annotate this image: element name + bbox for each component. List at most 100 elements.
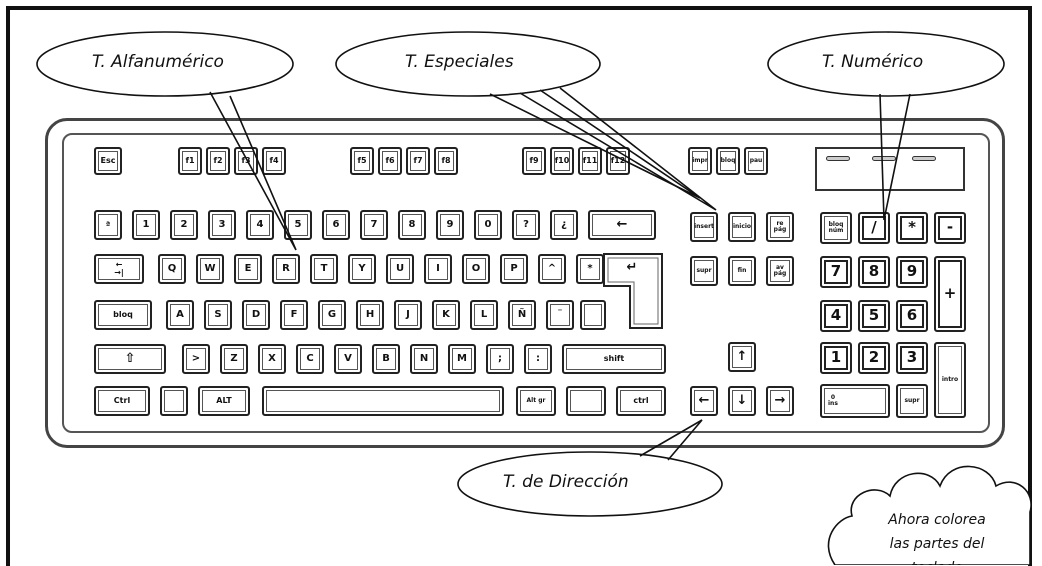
key-insert: insert [690, 212, 718, 242]
key-k: K [432, 300, 460, 330]
key-period: : [524, 344, 552, 374]
key-l: L [470, 300, 498, 330]
key-q: Q [158, 254, 186, 284]
key-num-0: 0 ins [820, 384, 890, 418]
key-num-plus: + [934, 256, 966, 332]
key-num-4: 4 [820, 300, 852, 332]
key-x: X [258, 344, 286, 374]
cloud-line-3: teclado [862, 556, 1012, 565]
key-num-multiply: * [896, 212, 928, 244]
key-enter-shape [603, 253, 663, 329]
key-alt-gr: Alt gr [516, 386, 556, 416]
key-windows [160, 386, 188, 416]
key-g: G [318, 300, 346, 330]
key-f11: f11 [578, 147, 602, 175]
key-7: 7 [360, 210, 388, 240]
key-shift-left: ⇧ [94, 344, 166, 374]
key-cedilla [580, 300, 606, 330]
key-9: 9 [436, 210, 464, 240]
key-space [262, 386, 504, 416]
key-pause: pau [744, 147, 768, 175]
key-delete: supr [690, 256, 718, 286]
key-num-3: 3 [896, 342, 928, 374]
cloud-line-2: las partes del [889, 536, 985, 552]
key-num-8: 8 [858, 256, 890, 288]
key-0: 0 [474, 210, 502, 240]
label-direccion: T. de Dirección [503, 472, 629, 492]
indicator-panel [815, 147, 965, 191]
key-alt: ALT [198, 386, 250, 416]
key-shift-right: shift [562, 344, 666, 374]
key-apostrophe: ? [512, 210, 540, 240]
key-p: P [500, 254, 528, 284]
key-i: I [424, 254, 452, 284]
key-d: D [242, 300, 270, 330]
key-enter: ↵ [626, 260, 638, 276]
label-numerico: T. Numérico [822, 52, 924, 72]
key-arrow-down: ↓ [728, 386, 756, 416]
key-num-minus: - [934, 212, 966, 244]
cloud-line-1: Ahora colorea [888, 512, 986, 528]
label-alfanumerico: T. Alfanumérico [92, 52, 224, 72]
key-n: N [410, 344, 438, 374]
key-a: A [166, 300, 194, 330]
key-f12: f12 [606, 147, 630, 175]
key-u: U [386, 254, 414, 284]
scroll-lock-led [912, 156, 936, 161]
key-1: 1 [132, 210, 160, 240]
key-num-enter: intro [934, 342, 966, 418]
caps-lock-led [872, 156, 896, 161]
key-esc: Esc [94, 147, 122, 175]
key-inverted-question: ¿ [550, 210, 578, 240]
key-num-9: 9 [896, 256, 928, 288]
key-f2: f2 [206, 147, 230, 175]
key-scroll-lock: bloq [716, 147, 740, 175]
key-num-5: 5 [858, 300, 890, 332]
key-num-lock: bloq núm [820, 212, 852, 244]
key-j: J [394, 300, 422, 330]
key-r: R [272, 254, 300, 284]
key-5: 5 [284, 210, 312, 240]
key-asterisk: * [576, 254, 604, 284]
key-arrow-right: → [766, 386, 794, 416]
key-z: Z [220, 344, 248, 374]
key-f5: f5 [350, 147, 374, 175]
label-especiales: T. Especiales [405, 52, 514, 72]
key-ordinal: ª [94, 210, 122, 240]
key-print-screen: impr [688, 147, 712, 175]
key-num-decimal: supr [896, 384, 928, 418]
key-6: 6 [322, 210, 350, 240]
key-h: H [356, 300, 384, 330]
key-home: inicio [728, 212, 756, 242]
key-num-2: 2 [858, 342, 890, 374]
key-f1: f1 [178, 147, 202, 175]
key-page-down: av pág [766, 256, 794, 286]
key-b: B [372, 344, 400, 374]
key-f4: f4 [262, 147, 286, 175]
key-o: O [462, 254, 490, 284]
key-s: S [204, 300, 232, 330]
key-y: Y [348, 254, 376, 284]
key-f7: f7 [406, 147, 430, 175]
key-arrow-up: ↑ [728, 342, 756, 372]
key-less-greater: > [182, 344, 210, 374]
key-8: 8 [398, 210, 426, 240]
key-enie: Ñ [508, 300, 536, 330]
key-end: fin [728, 256, 756, 286]
key-c: C [296, 344, 324, 374]
key-menu [566, 386, 606, 416]
key-caret: ^ [538, 254, 566, 284]
key-f: F [280, 300, 308, 330]
key-comma: ; [486, 344, 514, 374]
key-page-up: re pág [766, 212, 794, 242]
key-f3: f3 [234, 147, 258, 175]
key-num-7: 7 [820, 256, 852, 288]
key-t: T [310, 254, 338, 284]
key-caps-lock: bloq [94, 300, 152, 330]
key-f9: f9 [522, 147, 546, 175]
page-frame [6, 6, 1032, 566]
key-arrow-left: ← [690, 386, 718, 416]
key-num-1: 1 [820, 342, 852, 374]
key-2: 2 [170, 210, 198, 240]
